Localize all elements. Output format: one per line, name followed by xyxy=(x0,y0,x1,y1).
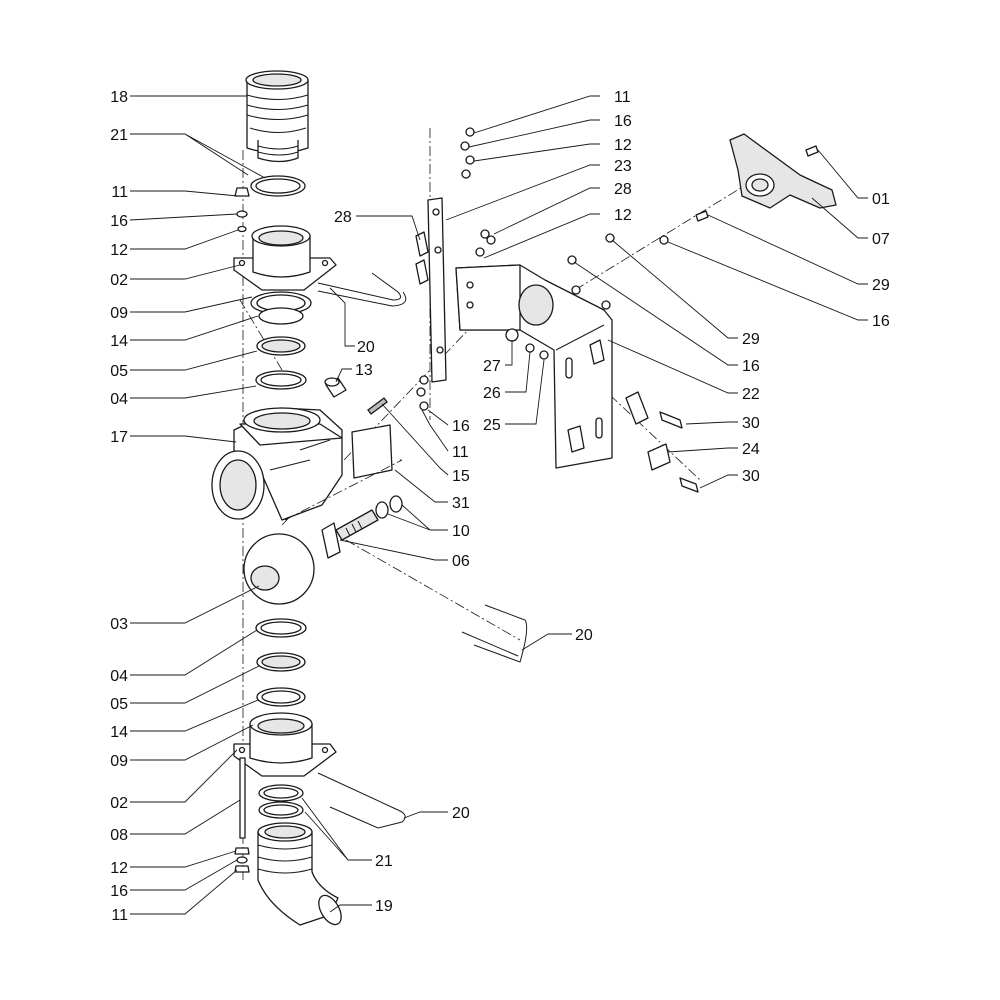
callout-16: 16 xyxy=(452,418,470,435)
valve-handle xyxy=(729,133,837,209)
callout-12: 12 xyxy=(614,137,632,154)
callout-21: 21 xyxy=(375,853,393,870)
threaded-stud xyxy=(234,757,250,873)
callout-24: 24 xyxy=(742,441,760,458)
retaining-clip-lower xyxy=(317,772,406,829)
drive-pin xyxy=(367,397,388,415)
callout-04: 04 xyxy=(110,391,128,408)
callout-20: 20 xyxy=(452,805,470,822)
callout-26: 26 xyxy=(483,385,501,402)
callout-12: 12 xyxy=(110,242,128,259)
handle-axis xyxy=(574,169,771,291)
spacer-sleeve xyxy=(324,377,347,398)
callout-16: 16 xyxy=(614,113,632,130)
nut-washer-stack-top-left xyxy=(234,187,250,233)
leader-lines xyxy=(129,95,868,915)
seal-rings-upper xyxy=(250,291,312,390)
flange-upper xyxy=(233,225,337,291)
callout-12: 12 xyxy=(110,860,128,877)
callout-10: 10 xyxy=(452,523,470,540)
elbow-connector xyxy=(257,822,342,926)
mounting-strap xyxy=(415,197,447,383)
callout-11: 11 xyxy=(614,89,631,106)
callout-13: 13 xyxy=(355,362,373,379)
callout-14: 14 xyxy=(110,724,128,741)
callout-19: 19 xyxy=(375,898,393,915)
callout-23: 23 xyxy=(614,158,632,175)
flange-lower xyxy=(233,712,337,777)
callout-11: 11 xyxy=(111,907,128,924)
callout-17: 17 xyxy=(110,429,128,446)
callout-31: 31 xyxy=(452,495,470,512)
callout-16: 16 xyxy=(110,213,128,230)
o-ring-top xyxy=(250,175,306,197)
callout-11: 11 xyxy=(111,184,128,201)
strap-nuts-washers xyxy=(416,127,496,411)
callout-labels: 18 21 11 16 12 02 09 14 05 04 17 03 04 0… xyxy=(110,89,890,924)
seal-rings-lower xyxy=(255,618,307,707)
callout-09: 09 xyxy=(110,753,128,770)
retaining-clip-middle xyxy=(461,604,528,663)
clip-axis xyxy=(609,394,701,481)
callout-30: 30 xyxy=(742,468,760,485)
callout-11: 11 xyxy=(452,444,469,461)
callout-08: 08 xyxy=(110,827,128,844)
mounting-bracket xyxy=(455,264,613,469)
callout-16: 16 xyxy=(742,358,760,375)
callout-18: 18 xyxy=(110,89,128,106)
callout-15: 15 xyxy=(452,468,470,485)
o-rings-lower xyxy=(258,784,304,819)
gasket-axis xyxy=(239,299,283,371)
callout-28: 28 xyxy=(614,181,632,198)
callout-20: 20 xyxy=(357,339,375,356)
callout-28: 28 xyxy=(334,209,352,226)
callout-20: 20 xyxy=(575,627,593,644)
threaded-connector-top xyxy=(245,70,309,163)
callout-06: 06 xyxy=(452,553,470,570)
retaining-clip-upper xyxy=(317,272,407,307)
callout-16: 16 xyxy=(872,313,890,330)
valve-stem xyxy=(321,509,379,559)
gasket-plate xyxy=(284,424,403,521)
o-rings-stem xyxy=(375,495,403,519)
callout-05: 05 xyxy=(110,363,128,380)
callout-04: 04 xyxy=(110,668,128,685)
callout-25: 25 xyxy=(483,417,501,434)
bracket-screws xyxy=(505,233,615,360)
callout-29: 29 xyxy=(742,331,760,348)
callout-12: 12 xyxy=(614,207,632,224)
callout-16: 16 xyxy=(110,883,128,900)
callout-05: 05 xyxy=(110,696,128,713)
valve-ball xyxy=(243,533,315,605)
callout-02: 02 xyxy=(110,795,128,812)
valve-body xyxy=(211,407,343,521)
callout-01: 01 xyxy=(872,191,890,208)
callout-21: 21 xyxy=(110,127,128,144)
stem-axis xyxy=(345,539,521,641)
callout-07: 07 xyxy=(872,231,890,248)
callout-30: 30 xyxy=(742,415,760,432)
handle-fasteners xyxy=(659,145,819,245)
clip-and-pins xyxy=(625,391,699,493)
callout-27: 27 xyxy=(483,358,501,375)
callout-02: 02 xyxy=(110,272,128,289)
callout-22: 22 xyxy=(742,386,760,403)
callout-09: 09 xyxy=(110,305,128,322)
callout-14: 14 xyxy=(110,333,128,350)
callout-03: 03 xyxy=(110,616,128,633)
callout-29: 29 xyxy=(872,277,890,294)
